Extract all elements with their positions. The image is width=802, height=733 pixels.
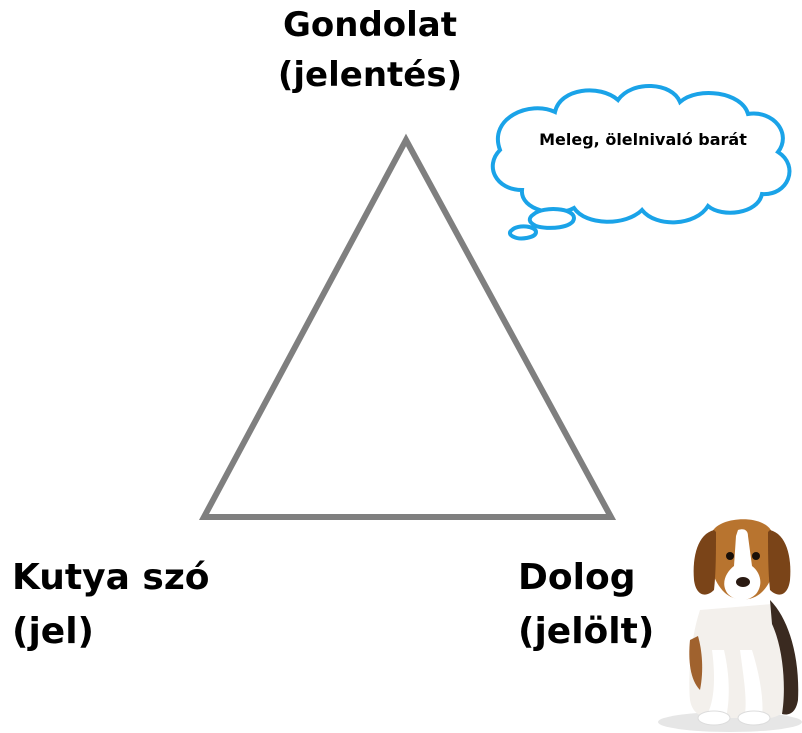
vertex-bottom-left-title: Kutya szó — [12, 557, 210, 598]
thought-bubble-cloud — [490, 84, 792, 225]
thought-bubble-tail-large — [527, 207, 577, 230]
vertex-bottom-right-subtitle: (jelölt) — [518, 611, 655, 652]
vertex-top-title: Gondolat — [282, 5, 458, 45]
vertex-top-subtitle: (jelentés) — [277, 55, 463, 95]
vertex-label-top: Gondolat (jelentés) — [270, 8, 470, 108]
vertex-bottom-left-subtitle: (jel) — [12, 611, 95, 652]
vertex-label-bottom-right: Dolog (jelölt) — [518, 560, 654, 668]
semiotic-triangle — [198, 133, 617, 520]
thought-bubble-text: Meleg, ölelnivaló barát — [539, 130, 747, 149]
beagle-puppy-image — [658, 519, 802, 732]
thought-bubble-tail-small — [507, 224, 539, 241]
vertex-label-bottom-left: Kutya szó (jel) — [12, 560, 210, 668]
thought-bubble — [490, 84, 792, 241]
vertex-bottom-right-title: Dolog — [518, 557, 636, 598]
